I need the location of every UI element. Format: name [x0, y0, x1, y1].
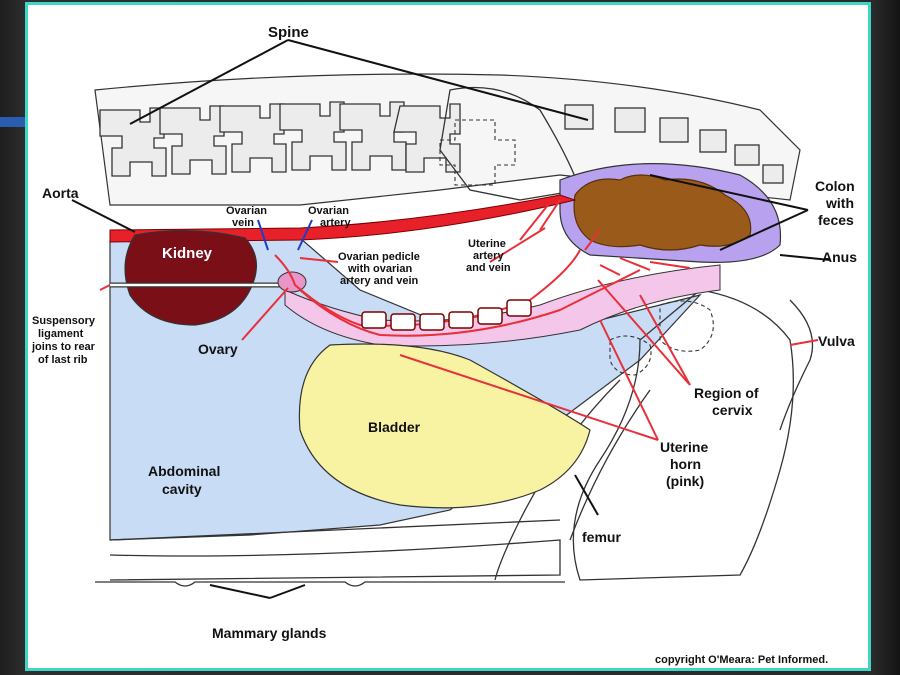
label-colon-1: Colon	[815, 178, 855, 194]
label-colon-2: with	[825, 195, 854, 211]
label-vulva: Vulva	[818, 333, 855, 349]
ovarian-artery-line	[297, 219, 313, 251]
pelvis-dashed	[439, 119, 516, 186]
label-abdominal-2: cavity	[162, 481, 202, 497]
kidney	[124, 230, 257, 326]
label-uterine-av-3: and vein	[466, 262, 511, 274]
label-uterine-av-1: Uterine	[468, 238, 506, 250]
copyright-text: copyright O'Meara: Pet Informed.	[655, 654, 828, 666]
bladder	[298, 343, 591, 509]
label-pedicle-1: Ovarian pedicle	[338, 251, 420, 263]
leader-lines-black	[71, 39, 831, 599]
femur-outline	[572, 289, 794, 581]
label-anus: Anus	[822, 249, 857, 265]
feces	[573, 174, 752, 251]
body-outline	[109, 519, 561, 581]
slide-accent-bar	[0, 117, 32, 127]
aorta	[109, 194, 577, 243]
label-colon-3: feces	[818, 212, 854, 228]
label-cervix-1: Region of	[694, 385, 759, 401]
label-mammary: Mammary glands	[212, 625, 327, 641]
label-abdominal-1: Abdominal	[148, 463, 220, 479]
label-suspensory-3: joins to rear	[31, 341, 96, 353]
label-ovarian-vein-2: vein	[232, 217, 254, 229]
ovary	[277, 271, 307, 293]
label-bladder: Bladder	[368, 419, 421, 435]
label-pedicle-3: artery and vein	[340, 275, 419, 287]
label-cervix-2: cervix	[712, 402, 753, 418]
ovarian-vein-line	[257, 219, 269, 251]
label-horn-2: horn	[670, 456, 701, 472]
label-kidney: Kidney	[162, 245, 213, 262]
vertebrae	[99, 101, 784, 184]
label-suspensory-2: ligament	[38, 328, 84, 340]
label-spine: Spine	[268, 24, 309, 41]
uterine-segments	[361, 299, 532, 331]
label-suspensory-4: of last rib	[38, 354, 88, 366]
leader-lines-red	[99, 227, 819, 441]
label-pedicle-2: with ovarian	[347, 263, 412, 275]
label-ovarian-artery-2: artery	[320, 217, 351, 229]
label-horn-3: (pink)	[666, 473, 704, 489]
label-femur: femur	[582, 529, 621, 545]
label-suspensory-1: Suspensory	[32, 315, 96, 327]
label-aorta: Aorta	[42, 185, 79, 201]
label-uterine-av-2: artery	[473, 250, 504, 262]
label-horn-1: Uterine	[660, 439, 708, 455]
label-ovarian-vein-1: Ovarian	[226, 205, 267, 217]
label-ovary: Ovary	[198, 341, 238, 357]
label-ovarian-artery-1: Ovarian	[308, 205, 349, 217]
